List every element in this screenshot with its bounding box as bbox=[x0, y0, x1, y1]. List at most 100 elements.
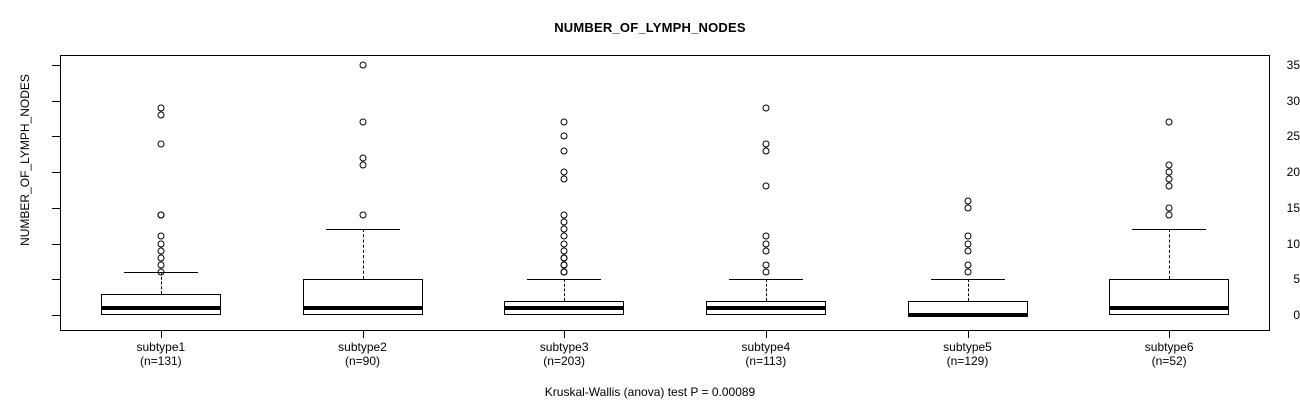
y-axis-tick-mark bbox=[52, 279, 60, 281]
outlier-point bbox=[1165, 118, 1173, 126]
y-axis-tick-mark bbox=[52, 136, 60, 138]
median-line bbox=[907, 313, 1028, 317]
whisker-cap bbox=[930, 279, 1005, 281]
outlier-point bbox=[964, 197, 971, 205]
outlier-point bbox=[560, 240, 568, 248]
outlier-point bbox=[1165, 161, 1173, 169]
outlier-point bbox=[157, 211, 165, 219]
outlier-point bbox=[762, 232, 770, 240]
outlier-point bbox=[964, 204, 971, 212]
y-axis-tick-mark bbox=[52, 207, 60, 209]
outlier-point bbox=[359, 118, 366, 126]
outlier-point bbox=[560, 268, 568, 276]
outlier-point bbox=[762, 104, 770, 112]
outlier-point bbox=[1165, 182, 1173, 190]
x-axis-tick-mark bbox=[765, 331, 767, 338]
outlier-point bbox=[560, 261, 568, 269]
outlier-point bbox=[560, 232, 568, 240]
x-axis-tick-label: subtype3(n=203) bbox=[539, 340, 589, 368]
outlier-point bbox=[359, 211, 366, 219]
y-axis-tick-mark bbox=[52, 243, 60, 245]
y-axis-tick-label: 20 bbox=[1286, 165, 1300, 180]
median-line bbox=[504, 305, 625, 310]
x-axis-tick-mark bbox=[362, 331, 364, 338]
y-axis-tick-mark bbox=[52, 172, 60, 174]
outlier-point bbox=[964, 240, 971, 248]
y-axis-tick-label: 15 bbox=[1286, 200, 1300, 215]
whisker-line bbox=[1169, 229, 1171, 280]
outlier-point bbox=[560, 175, 568, 183]
outlier-point bbox=[560, 218, 568, 226]
outlier-point bbox=[560, 132, 568, 140]
whisker-line bbox=[160, 272, 162, 294]
outlier-point bbox=[762, 182, 770, 190]
outlier-point bbox=[157, 232, 165, 240]
outlier-point bbox=[560, 247, 568, 255]
outlier-point bbox=[560, 118, 568, 126]
outlier-point bbox=[157, 247, 165, 255]
x-axis-tick-mark bbox=[160, 331, 162, 338]
y-axis-tick-label: 10 bbox=[1286, 236, 1300, 251]
outlier-point bbox=[762, 247, 770, 255]
outlier-point bbox=[762, 240, 770, 248]
x-axis-tick-label: subtype2(n=90) bbox=[338, 340, 387, 368]
x-axis-tick-mark bbox=[967, 331, 969, 338]
y-axis-label: NUMBER_OF_LYMPH_NODES bbox=[18, 74, 32, 246]
whisker-cap bbox=[728, 279, 803, 281]
y-axis-tick-label: 5 bbox=[1293, 272, 1300, 287]
outlier-point bbox=[157, 261, 165, 269]
outlier-point bbox=[560, 211, 568, 219]
y-axis-tick-mark bbox=[52, 315, 60, 316]
outlier-point bbox=[359, 154, 366, 162]
outlier-point bbox=[964, 232, 971, 240]
outlier-point bbox=[157, 140, 165, 148]
y-axis-tick-mark bbox=[52, 100, 60, 102]
outlier-point bbox=[964, 261, 971, 269]
outlier-point bbox=[1165, 204, 1173, 212]
outlier-point bbox=[560, 147, 568, 155]
outlier-point bbox=[762, 261, 770, 269]
median-line bbox=[705, 305, 826, 310]
page-title: NUMBER_OF_LYMPH_NODES bbox=[554, 20, 746, 35]
median-line bbox=[1109, 305, 1230, 310]
outlier-point bbox=[1165, 175, 1173, 183]
box-subtype1 bbox=[100, 293, 221, 315]
outlier-point bbox=[964, 268, 971, 276]
whisker-line bbox=[362, 229, 364, 280]
whisker-line bbox=[765, 279, 767, 301]
whisker-line bbox=[967, 279, 969, 301]
outlier-point bbox=[157, 240, 165, 248]
outlier-point bbox=[560, 168, 568, 176]
x-axis-tick-label: subtype5(n=129) bbox=[943, 340, 992, 368]
outlier-point bbox=[157, 254, 165, 262]
outlier-point bbox=[560, 225, 568, 233]
x-axis-tick-mark bbox=[1169, 331, 1171, 338]
outlier-point bbox=[157, 111, 165, 119]
whisker-cap bbox=[325, 229, 400, 231]
x-axis-tick-label: subtype4(n=113) bbox=[741, 340, 791, 368]
x-axis-tick-mark bbox=[564, 331, 566, 338]
plot-area bbox=[60, 55, 1270, 331]
outlier-point bbox=[964, 247, 971, 255]
outlier-point bbox=[359, 61, 366, 69]
y-axis-tick-label: 30 bbox=[1286, 93, 1300, 108]
x-axis-tick-label: subtype6(n=52) bbox=[1144, 340, 1194, 368]
median-line bbox=[302, 305, 423, 310]
outlier-point bbox=[157, 104, 165, 112]
outlier-point bbox=[1165, 168, 1173, 176]
x-axis-tick-label: subtype1(n=131) bbox=[136, 340, 186, 368]
outlier-point bbox=[359, 161, 366, 169]
whisker-cap bbox=[1132, 229, 1207, 231]
median-line bbox=[100, 305, 221, 310]
y-axis-tick-label: 25 bbox=[1286, 129, 1300, 144]
outlier-point bbox=[157, 268, 165, 276]
whisker-cap bbox=[527, 279, 602, 281]
outlier-point bbox=[1165, 211, 1173, 219]
y-axis-tick-mark bbox=[52, 65, 60, 66]
statistical-test-annotation: Kruskal-Wallis (anova) test P = 0.00089 bbox=[544, 385, 756, 399]
y-axis-tick-label: 0 bbox=[1293, 308, 1300, 322]
whisker-line bbox=[564, 279, 566, 301]
outlier-point bbox=[762, 147, 770, 155]
outlier-point bbox=[762, 140, 770, 148]
